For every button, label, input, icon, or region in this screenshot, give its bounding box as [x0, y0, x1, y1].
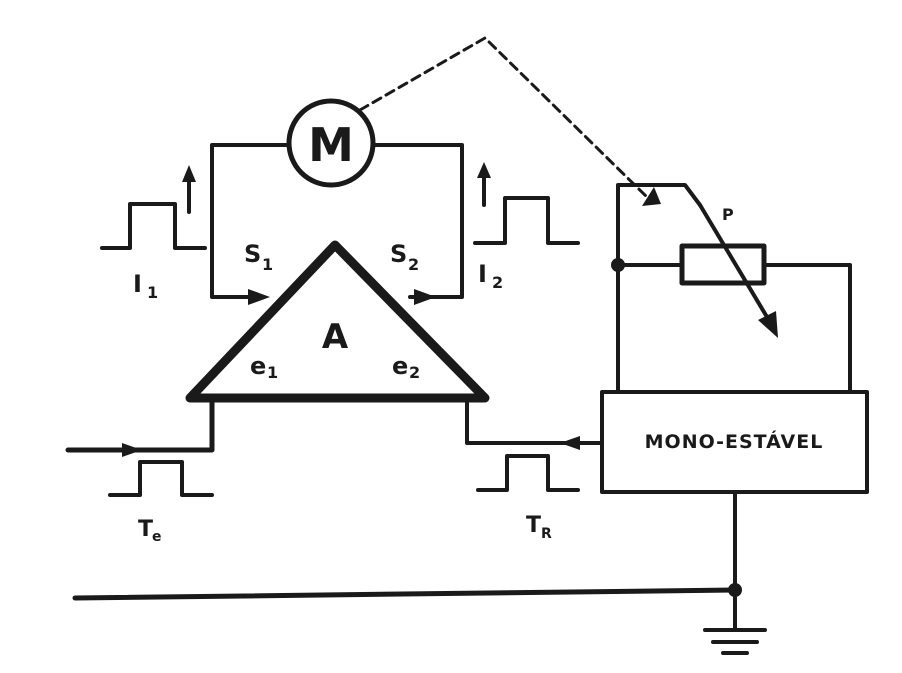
tr-arrowhead [560, 436, 580, 450]
input2-label: e [392, 352, 408, 380]
switch-arrow-left [248, 289, 270, 305]
tr-sub: R [541, 526, 552, 542]
pot-label: P [722, 205, 734, 224]
current1-sub: 1 [147, 283, 158, 302]
mechanical-link-arrowhead [642, 187, 661, 206]
te-pulse [108, 460, 214, 497]
mechanical-link-dashed [358, 36, 652, 202]
pot-network-left [616, 183, 702, 394]
current1-pulse [100, 202, 207, 250]
amplifier-label: A [322, 317, 349, 357]
potentiometer-body [679, 243, 767, 286]
switch2-sub: 2 [408, 255, 419, 274]
pot-wiper-arrowhead [758, 311, 778, 338]
switch2-label: S [390, 240, 407, 268]
current1-arrowhead [182, 165, 196, 182]
current2-arrowhead [477, 162, 491, 178]
motor-wire-right [371, 143, 464, 299]
input2-sub: 2 [409, 363, 420, 382]
motor-wire-left [210, 143, 291, 299]
monostable-label: MONO-ESTÁVEL [645, 430, 824, 453]
ground-bus [72, 587, 738, 601]
current2-sub: 2 [492, 273, 503, 292]
switch-arrow-right [414, 289, 436, 305]
switch1-sub: 1 [262, 255, 273, 274]
input-te-arrowhead [122, 443, 142, 457]
pot-wire-right [762, 263, 852, 394]
pot-wiper-arrow [698, 203, 772, 324]
input1-sub: 1 [267, 363, 278, 382]
ground-symbol [703, 628, 767, 655]
ground-junction-dot [728, 583, 742, 597]
te-sub: e [152, 529, 162, 545]
tr-wire [465, 396, 604, 445]
current2-pulse [473, 196, 580, 245]
switch1-label: S [244, 240, 261, 268]
te-label: T [138, 517, 153, 542]
input-te-wire [65, 395, 215, 453]
current1-label: I [133, 270, 142, 298]
pot-junction-dot [611, 258, 625, 272]
tr-pulse [476, 454, 580, 492]
tr-label: T [526, 513, 541, 538]
amplifier-triangle [185, 240, 490, 403]
motor-label: M [308, 118, 354, 172]
current2-label: I [478, 260, 487, 288]
input1-label: e [250, 352, 266, 380]
